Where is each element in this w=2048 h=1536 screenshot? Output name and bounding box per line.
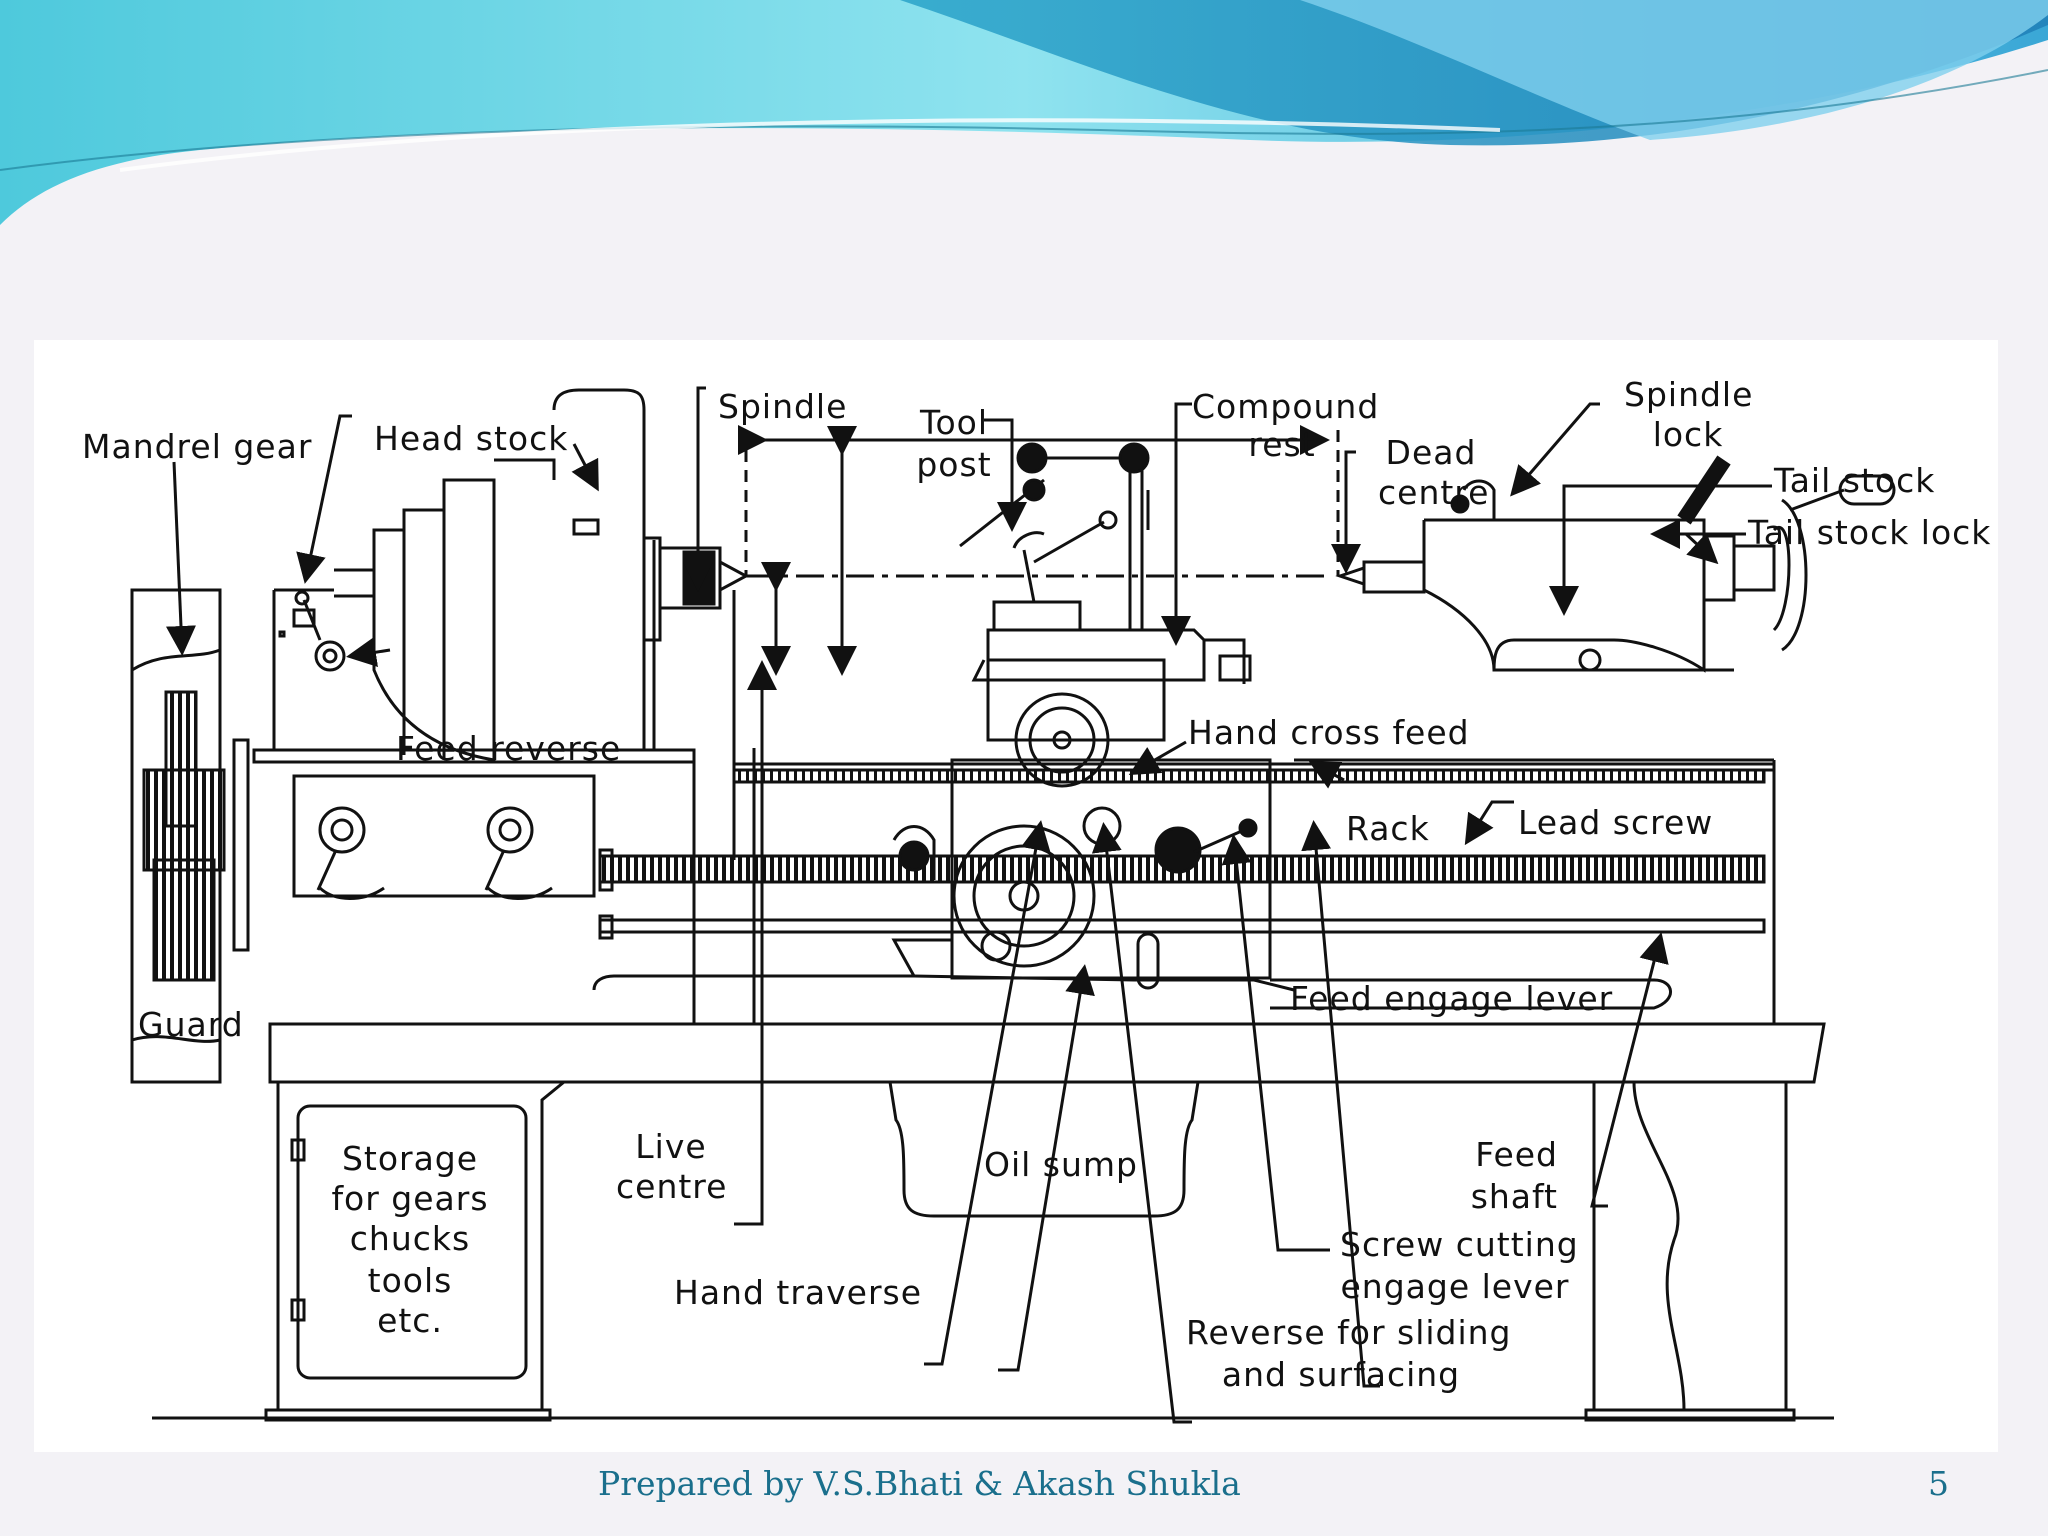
label-dead-centre-line2: centre bbox=[1378, 473, 1490, 512]
wave-banner bbox=[0, 0, 2048, 225]
label-lead-screw: Lead screw bbox=[1518, 803, 1714, 842]
label-feed-reverse: Feed reverse bbox=[396, 729, 622, 768]
label-tail-stock: Tail stock bbox=[1774, 461, 1936, 500]
label-hand-traverse: Hand traverse bbox=[674, 1273, 923, 1312]
label-tail-stock-lock: Tail stock lock bbox=[1748, 513, 1992, 552]
label-tool-post-line2: post bbox=[916, 445, 992, 484]
label-reverse-sliding-line1: Reverse for sliding bbox=[1186, 1313, 1512, 1352]
label-spindle-lock-line2: lock bbox=[1652, 415, 1724, 454]
label-dead-centre-line1: Dead bbox=[1385, 433, 1477, 472]
label-guard: Guard bbox=[138, 1005, 244, 1044]
label-feed-shaft-line1: Feed bbox=[1475, 1135, 1558, 1174]
label-head-stock: Head stock bbox=[374, 419, 569, 458]
label-feed-shaft-line2: shaft bbox=[1470, 1177, 1558, 1216]
label-compound-rest-line1: Compound bbox=[1192, 387, 1380, 426]
label-compound-rest-line2: rest bbox=[1248, 425, 1316, 464]
label-spindle-lock-line1: Spindle bbox=[1624, 375, 1754, 414]
page-number: 5 bbox=[1928, 1464, 1949, 1503]
label-oil-sump: Oil sump bbox=[984, 1145, 1139, 1184]
label-hand-cross-feed: Hand cross feed bbox=[1188, 713, 1470, 752]
label-tool-post-line1: Tool bbox=[919, 403, 989, 442]
label-storage-line1: Storage bbox=[341, 1139, 479, 1178]
footer-credit: Prepared by V.S.Bhati & Akash Shukla bbox=[598, 1464, 1241, 1503]
label-spindle: Spindle bbox=[718, 387, 848, 426]
label-live-centre-line1: Live bbox=[635, 1127, 707, 1166]
label-storage-line4: tools bbox=[367, 1261, 453, 1300]
label-storage-line2: for gears bbox=[331, 1179, 489, 1218]
label-screw-cutting-line2: engage lever bbox=[1340, 1267, 1570, 1306]
label-storage-line5: etc. bbox=[377, 1301, 443, 1340]
label-feed-engage-lever: Feed engage lever bbox=[1290, 979, 1614, 1018]
lathe-diagram bbox=[130, 386, 1896, 1424]
label-mandrel-gear: Mandrel gear bbox=[82, 427, 313, 466]
label-screw-cutting-line1: Screw cutting bbox=[1340, 1225, 1579, 1264]
label-storage-line3: chucks bbox=[349, 1219, 471, 1258]
label-reverse-sliding-line2: and surfacing bbox=[1221, 1355, 1461, 1394]
label-rack: Rack bbox=[1346, 809, 1430, 848]
label-live-centre-line2: centre bbox=[616, 1167, 728, 1206]
